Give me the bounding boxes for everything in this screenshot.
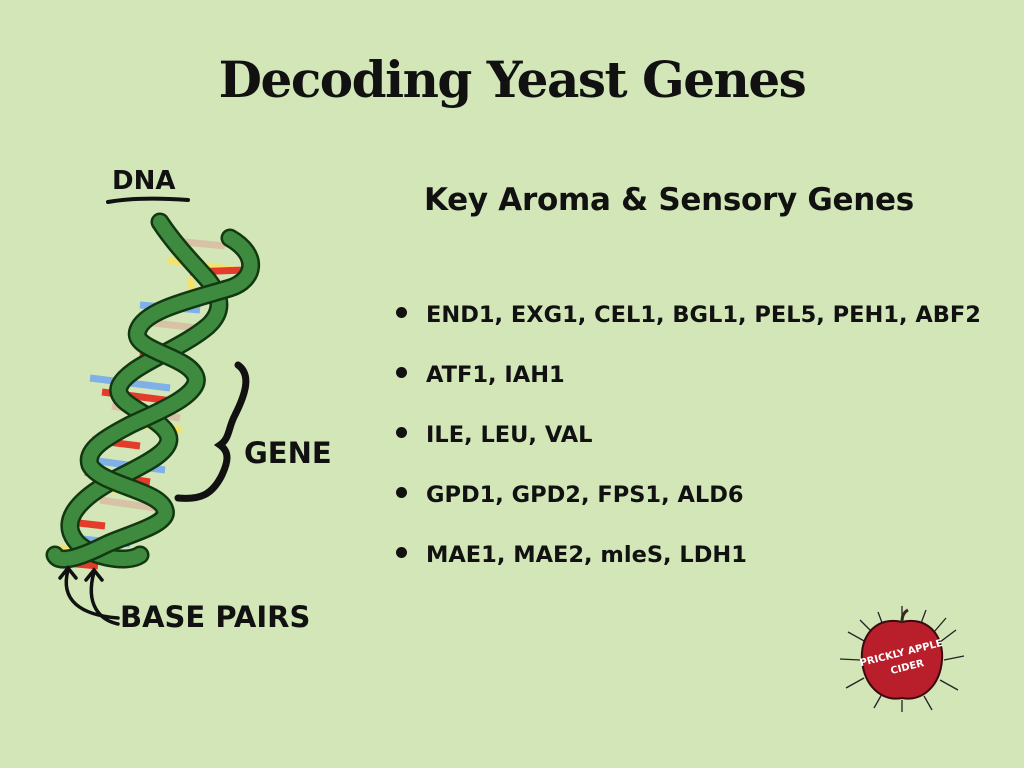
bullet-icon (396, 547, 407, 558)
list-item: MAE1, MAE2, mleS, LDH1 (396, 525, 996, 585)
section-heading: Key Aroma & Sensory Genes (424, 182, 914, 218)
dna-diagram: DNA GENE BASE PAIRS (30, 160, 350, 650)
gene-label: GENE (244, 436, 332, 470)
dna-strands (45, 212, 261, 569)
dna-label-underline (106, 196, 190, 204)
dna-label: DNA (112, 166, 176, 196)
prickly-apple-cider-logo: PRICKLY APPLE CIDER (838, 604, 966, 714)
base-pairs-label: BASE PAIRS (120, 600, 311, 634)
list-item: ILE, LEU, VAL (396, 405, 996, 465)
list-item: ATF1, IAH1 (396, 345, 996, 405)
apple-stem (900, 608, 909, 623)
page-title: Decoding Yeast Genes (218, 50, 807, 109)
list-item: END1, EXG1, CEL1, BGL1, PEL5, PEH1, ABF2 (396, 285, 996, 345)
dna-helix-illustration (45, 196, 261, 626)
list-item: GPD1, GPD2, FPS1, ALD6 (396, 465, 996, 525)
apple-body (860, 619, 944, 700)
bullet-icon (396, 487, 407, 498)
apple-logo-icon: PRICKLY APPLE CIDER (839, 606, 965, 712)
gene-brace (174, 361, 250, 502)
bullet-icon (396, 427, 407, 438)
gene-list: END1, EXG1, CEL1, BGL1, PEL5, PEH1, ABF2… (396, 285, 996, 585)
bullet-icon (396, 367, 407, 378)
bullet-icon (396, 307, 407, 318)
base-pair-arrows (58, 565, 120, 626)
